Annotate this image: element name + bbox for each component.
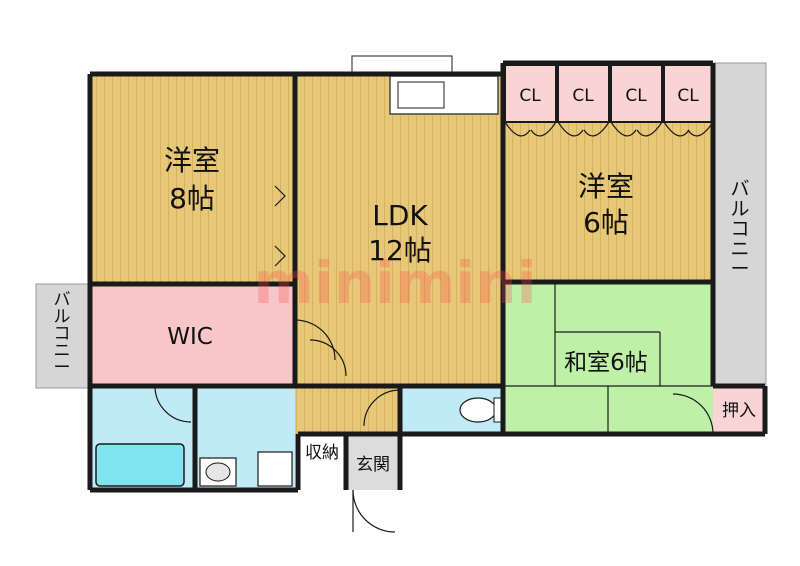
closet-label-2: CL [572,86,594,106]
closet-label-3: CL [625,86,647,106]
balcony-left-char: ー [54,358,71,378]
closet-label-4: CL [677,86,699,106]
toilet-icon [459,397,497,423]
balcony-left-char: ル [54,307,71,327]
western-room-6-name: 洋室 [578,170,634,203]
closet-3 [610,64,663,123]
balcony-left-char: バ [54,290,71,310]
watermark: minimini [254,249,537,317]
washing-machine-icon [257,451,293,487]
wic-floor [90,284,295,386]
western-room-8-size: 8帖 [169,182,215,215]
storage-floor [298,436,346,466]
storage-label: 収納 [305,443,339,463]
balcony-right [713,62,767,386]
western-room-8-name: 洋室 [164,144,220,177]
closet-2 [557,64,610,123]
western-room-6-floor [503,122,713,282]
entrance-label: 玄関 [356,455,390,475]
ldk-name: LDK [372,199,428,232]
wic-label: WIC [167,324,213,350]
balcony-left-label: バ ル コ ニ ー [54,290,71,378]
balcony-right-char: ル [730,198,749,220]
balcony-right-char: ニ [730,238,749,260]
balcony-right-char: ー [730,258,749,280]
closet-doors [504,121,714,137]
balcony-left-char: コ [54,324,71,344]
basin-bowl-icon [205,462,231,482]
tatami-lines [503,282,713,434]
bathtub-icon [95,443,185,487]
sink-icon [397,81,445,109]
japanese-room-label: 和室6帖 [564,350,648,376]
range-hood-icon [351,55,453,75]
balcony-right-label: バ ル コ ニ ー [730,178,749,280]
oshiire-label: 押入 [722,401,756,421]
western-room-6-size: 6帖 [583,206,629,239]
closet-label-1: CL [519,86,541,106]
entrance-floor [346,436,400,490]
balcony-left [35,283,91,389]
oshiire-floor [713,386,765,434]
walls [87,60,768,493]
balcony-left-char: ニ [54,341,71,361]
western-room-8-floor [90,74,295,284]
ldk-size: 12帖 [368,234,432,267]
ldk-floor [295,74,503,386]
balcony-right-char: コ [730,218,749,240]
balcony-right-char: バ [730,178,749,200]
